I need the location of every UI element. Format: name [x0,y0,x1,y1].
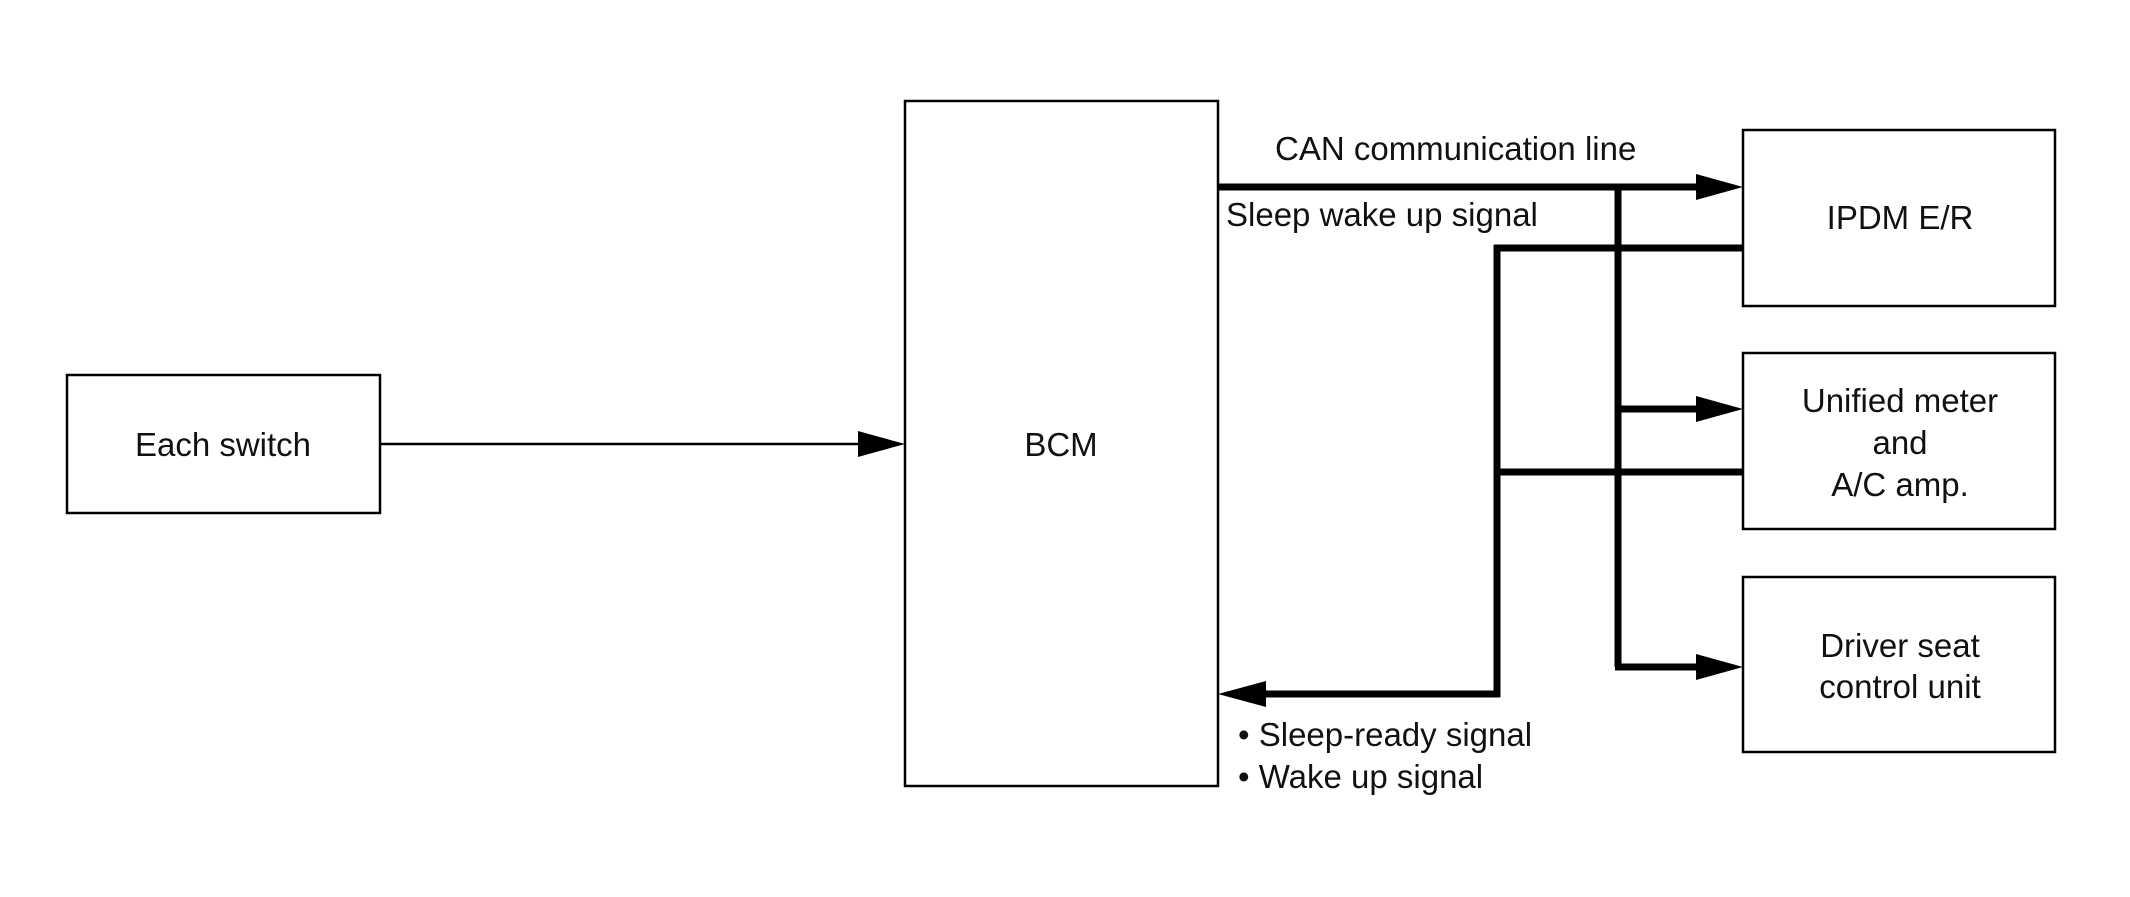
each-switch-box [65,373,382,515]
driver-seat-label-line2: control unit [1819,668,1980,705]
sleep-wake-label: Sleep wake up signal [1226,196,1538,233]
ipdm-box [1741,128,2057,308]
can-to-driver-seat-arrowhead [1696,654,1743,680]
each-switch-label: Each switch [135,426,311,463]
can-to-ipdm-arrowhead [1696,174,1743,200]
wake-up-label: • Wake up signal [1238,758,1483,795]
can-line-label: CAN communication line [1275,130,1636,167]
meter-label-line1: Unified meter [1802,382,1998,419]
driver-seat-label-line1: Driver seat [1820,627,1980,664]
ipdm-label: IPDM E/R [1827,199,1974,236]
meter-box [1741,351,2057,531]
driver-seat-box [1741,575,2057,754]
bcm-label: BCM [1024,426,1097,463]
sleep-ready-label: • Sleep-ready signal [1238,716,1532,753]
bcm-box [903,99,1220,788]
meter-label-line3: A/C amp. [1831,466,1969,503]
meter-label-line2: and [1872,424,1927,461]
switch-to-bcm-arrowhead [858,431,905,457]
can-to-meter-arrowhead [1696,396,1743,422]
signal-to-bcm-arrowhead [1218,681,1266,707]
